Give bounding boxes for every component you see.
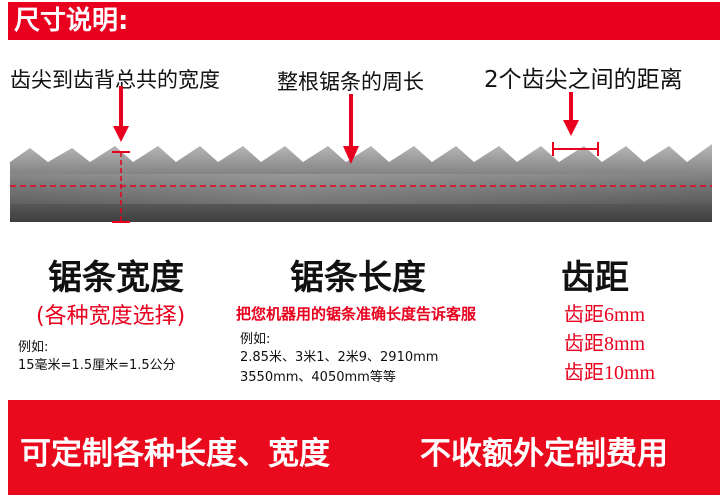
tooth-pitch-bracket bbox=[552, 142, 599, 156]
section-pitch-title: 齿距 bbox=[561, 258, 629, 298]
section-width-example: 15毫米=1.5厘米=1.5公分 bbox=[18, 358, 176, 373]
footer-banner: 可定制各种长度、宽度 不收额外定制费用 bbox=[8, 400, 720, 495]
footer-custom-size-text: 可定制各种长度、宽度 bbox=[20, 436, 330, 472]
arrow-length-icon bbox=[343, 94, 359, 164]
caption-width-definition: 齿尖到齿背总共的宽度 bbox=[10, 68, 220, 92]
section-length-title: 锯条长度 bbox=[290, 258, 426, 298]
section-length-subtitle: 把您机器用的锯条准确长度告诉客服 bbox=[236, 305, 477, 323]
pitch-option: 齿距8mm bbox=[564, 333, 646, 355]
section-width-example-label: 例如: bbox=[18, 340, 49, 355]
saw-blade-diagram bbox=[10, 86, 712, 223]
pitch-option: 齿距6mm bbox=[564, 304, 646, 326]
header-bar: 尺寸说明: bbox=[8, 2, 720, 40]
caption-pitch-definition: 2个齿尖之间的距离 bbox=[484, 67, 683, 93]
pitch-option: 齿距10mm bbox=[564, 362, 656, 384]
section-length-example-label: 例如: bbox=[240, 332, 271, 347]
footer-no-fee-text: 不收额外定制费用 bbox=[420, 436, 668, 472]
arrow-width-icon bbox=[113, 86, 129, 142]
section-width-title: 锯条宽度 bbox=[48, 258, 184, 298]
section-width-subtitle: (各种宽度选择) bbox=[36, 304, 186, 329]
caption-length-definition: 整根锯条的周长 bbox=[277, 70, 424, 94]
section-length-example-line2: 3550mm、4050mm等等 bbox=[240, 370, 396, 385]
arrow-pitch-icon bbox=[563, 92, 579, 136]
header-title: 尺寸说明: bbox=[14, 6, 129, 36]
section-length-example-line1: 2.85米、3米1、2米9、2910mm bbox=[240, 350, 439, 365]
